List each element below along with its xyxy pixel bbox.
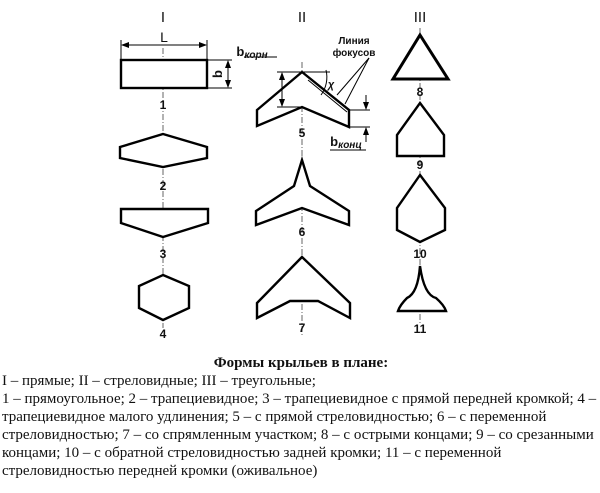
- wing-8-sharp-tips: [390, 32, 451, 81]
- dim-b-root: bкорн: [236, 44, 267, 61]
- wing-6-variable-sweep: [254, 155, 351, 227]
- focus-line-label-1: Линия: [338, 36, 369, 47]
- label-2: 2: [160, 179, 167, 193]
- dim-L: L: [160, 29, 168, 45]
- caption-title: Формы крыльев в плане:: [213, 355, 389, 371]
- focus-line: [307, 79, 348, 113]
- wing-shapes-diagram: I II III L b 1 2 3 4: [118, 9, 451, 341]
- label-1: 1: [160, 98, 167, 112]
- wing-3-trapezoidal-straight-le: [119, 207, 210, 239]
- column-label-I: I: [161, 9, 165, 26]
- wing-5-swept: [244, 56, 370, 151]
- wing-11-ogival: [396, 265, 448, 313]
- label-6: 6: [299, 225, 306, 239]
- dim-b-tip: bконц: [330, 134, 362, 151]
- wing-9-cropped-tips: [395, 100, 446, 158]
- label-9: 9: [417, 158, 424, 172]
- column-label-II: II: [298, 9, 306, 26]
- wing-10-reverse-te-sweep: [395, 172, 447, 244]
- caption-items: 1 – прямоугольное; 2 – трапециевидное; 3…: [2, 391, 597, 479]
- label-4: 4: [160, 327, 167, 341]
- caption-groups: I – прямые; II – стреловидные; III – тре…: [2, 373, 316, 389]
- wing-7-straightened-section: [255, 255, 352, 320]
- figure-caption: Формы крыльев в плане: I – прямые; II – …: [2, 354, 600, 480]
- sweep-angle-chi: χ: [327, 79, 335, 91]
- label-10: 10: [413, 247, 427, 261]
- label-11: 11: [414, 322, 427, 336]
- column-label-III: III: [414, 9, 427, 26]
- wing-1-rectangular: [119, 40, 232, 90]
- focus-line-label-2: фокусов: [333, 47, 376, 59]
- label-5: 5: [299, 126, 306, 140]
- dim-b: b: [210, 70, 225, 78]
- wing-2-trapezoidal: [118, 132, 209, 169]
- label-8: 8: [417, 85, 424, 99]
- label-3: 3: [160, 247, 167, 261]
- wing-4-low-aspect: [137, 273, 191, 322]
- label-7: 7: [299, 321, 306, 335]
